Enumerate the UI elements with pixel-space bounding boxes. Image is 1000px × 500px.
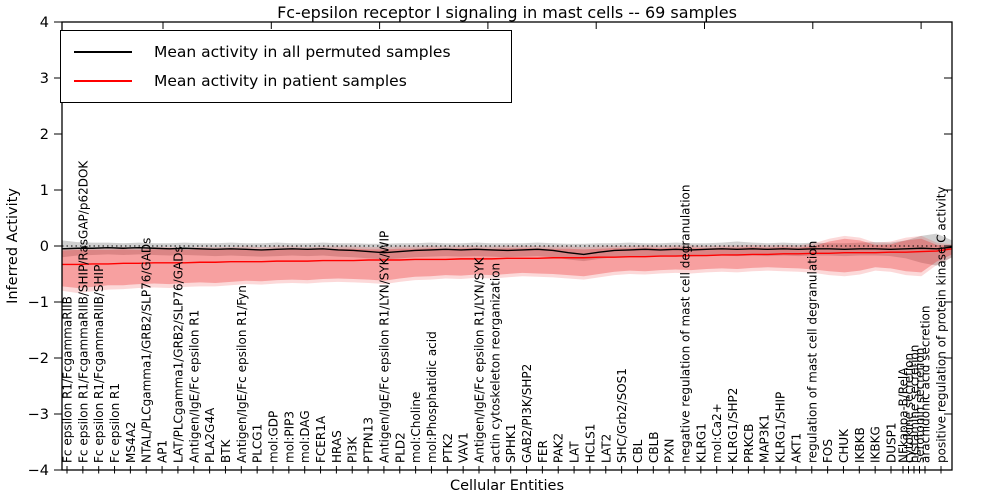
x-tick-label: Antigen/IgE/Fc epsilon R1 — [187, 310, 201, 463]
x-tick-label: Antigen/IgE/Fc epsilon R1/LYN/SYK/WIP — [377, 231, 391, 463]
y-tick-label: 0 — [40, 239, 49, 255]
x-tick-label: AKT1 — [789, 433, 803, 463]
permuted-samples-range — [62, 233, 952, 266]
x-tick-label: MAP3K1 — [758, 414, 772, 463]
legend-label-permuted: Mean activity in all permuted samples — [154, 42, 451, 61]
x-tick-label: PLA2G4A — [203, 407, 217, 463]
permuted-mean-line — [61, 246, 953, 256]
x-tick-label: PI3K — [346, 436, 360, 463]
x-tick-label: IKBKG — [869, 426, 883, 463]
legend: Mean activity in all permuted samples Me… — [60, 30, 512, 103]
y-axis-label: Inferred Activity — [5, 188, 21, 304]
x-tick-label: SHC/Grb2/SOS1 — [615, 368, 629, 463]
x-tick-label: mol:PIP3 — [282, 411, 296, 463]
patient-samples-range-inner — [62, 238, 952, 288]
x-tick-label: MS4A2 — [124, 422, 138, 463]
x-tick-label: NFkappa-B/RelA — [897, 367, 911, 463]
x-tick-label: LAT2 — [599, 434, 613, 463]
x-tick-label: cytokine secretion — [902, 353, 916, 463]
y-tick-label: −1 — [28, 295, 49, 311]
x-tick-label: HRAS — [330, 430, 344, 463]
y-tick-label: 1 — [40, 183, 49, 199]
x-tick-label: BTK — [219, 438, 233, 463]
x-tick-label: KLRG1 — [694, 423, 708, 463]
permuted-line-swatch — [74, 50, 132, 53]
legend-item-patient: Mean activity in patient samples — [61, 66, 511, 95]
x-tick-label: CBLB — [647, 431, 661, 463]
x-tick-label: negative regulation of mast cell degranu… — [679, 184, 693, 463]
patient-mean-line — [62, 248, 953, 266]
x-tick-label: LAT — [568, 441, 582, 463]
x-tick-label: PXN — [663, 439, 677, 463]
x-tick-label: mol:Ca2+ — [710, 403, 724, 463]
x-tick-label: Fc epsilon R1 — [108, 383, 122, 463]
x-tick-label: Fc epsilon R1/FcgammaRIIB — [61, 296, 75, 463]
x-tick-label: positive regulation of protein kinase C … — [935, 186, 949, 463]
x-tick-label: mol:GDP — [267, 411, 281, 463]
x-tick-label: FER — [536, 440, 550, 463]
x-tick-label: IKBKB — [853, 427, 867, 463]
x-tick-label: SPHK1 — [504, 424, 518, 463]
x-tick-label: PTPN13 — [362, 417, 376, 463]
x-tick-label: DUSP1 — [885, 422, 899, 463]
x-tick-label: FOS — [821, 439, 835, 463]
x-tick-label: PLCG1 — [251, 424, 265, 463]
y-tick-label: 4 — [40, 15, 49, 31]
x-tick-label: AP1 — [156, 440, 170, 463]
x-tick-label: histamine secretion — [908, 345, 922, 463]
x-tick-label: NTAL/PLCgamma1/GRB2/SLP76/GADs — [140, 238, 154, 463]
x-tick-label: PLD2 — [393, 432, 407, 463]
x-tick-label: mol:DAG — [298, 410, 312, 463]
x-tick-label: regulation of mast cell degranulation — [805, 241, 819, 463]
x-tick-label: KLRG1/SHP2 — [726, 388, 740, 463]
x-tick-label: Antigen/IgE/Fc epsilon R1/Fyn — [235, 285, 249, 463]
x-tick-label: HCLS1 — [583, 424, 597, 463]
legend-label-patient: Mean activity in patient samples — [154, 71, 407, 90]
plot-border — [61, 21, 953, 471]
x-tick-label: CBL — [631, 439, 645, 463]
x-tick-label: actin cytoskeleton reorganization — [488, 263, 502, 463]
y-tick-label: 3 — [40, 71, 49, 87]
x-tick-label: FCER1A — [314, 415, 328, 463]
chart-title: Fc-epsilon receptor I signaling in mast … — [277, 3, 737, 22]
x-tick-label: Antigen/IgE/Fc epsilon R1/LYN/SYK — [473, 256, 487, 463]
y-tick-label: −2 — [28, 351, 49, 367]
x-tick-label: PAK2 — [552, 433, 566, 463]
x-tick-label: PRKCB — [742, 424, 756, 463]
y-tick-label: −4 — [28, 463, 49, 479]
x-tick-label: mol:Phosphatidic acid — [425, 331, 439, 463]
patient-line-swatch — [74, 79, 132, 82]
x-tick-label: PTK2 — [441, 433, 455, 463]
x-tick-label: Fc epsilon R1/FcgammaRIIB/SHIP/RasGAP/p6… — [76, 160, 90, 463]
x-tick-label: KLRG1/SHIP — [774, 392, 788, 463]
patient-samples-range-outer — [62, 235, 952, 294]
legend-item-permuted: Mean activity in all permuted samples — [61, 37, 511, 66]
x-axis-label: Cellular Entities — [449, 478, 565, 494]
y-tick-label: 2 — [40, 127, 49, 143]
y-tick-label: −3 — [28, 407, 49, 423]
x-tick-label: GAB2/PI3K/SHP2 — [520, 364, 534, 463]
x-tick-label: serotonin secretion — [913, 348, 927, 463]
x-tick-label: LAT/PLCgamma1/GRB2/SLP76/GADs — [171, 246, 185, 463]
x-tick-label: Fc epsilon R1/FcgammaRIIB/SHIP — [92, 265, 106, 463]
x-tick-label: CHUK — [837, 428, 851, 463]
x-tick-label: VAV1 — [457, 432, 471, 463]
x-tick-label: mol:Choline — [409, 392, 423, 463]
x-tick-label: arachidonic acid secretion — [919, 306, 933, 463]
